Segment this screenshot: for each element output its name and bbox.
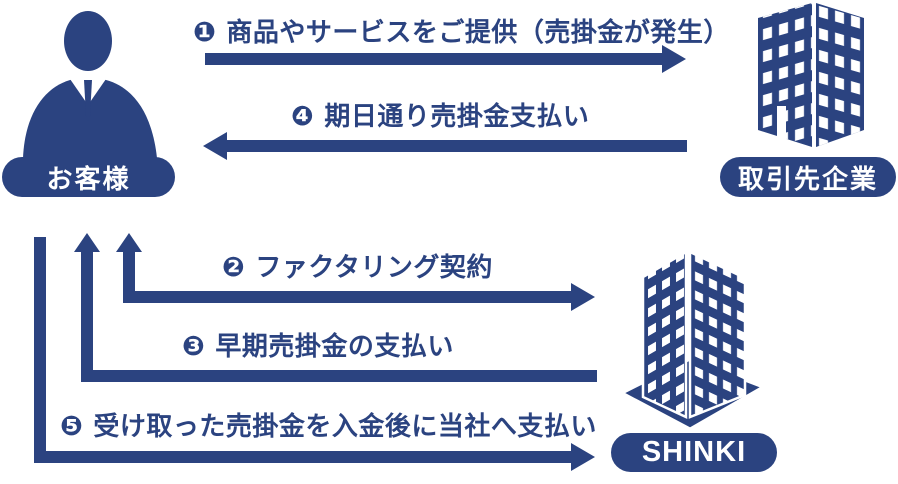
flow-label-5: ❺ 受け取った売掛金を入金後に当社へ支払い <box>60 411 597 442</box>
flow-label-2: ❷ ファクタリング契約 <box>222 252 493 283</box>
arrow-2-elbow-icon <box>116 233 595 311</box>
flow-label-4: ❹ 期日通り売掛金支払い <box>291 101 589 132</box>
circled-5-icon: ❺ <box>60 411 84 441</box>
arrow-4-left-icon <box>203 132 687 160</box>
circled-1-icon: ❶ <box>193 17 217 47</box>
office-building-icon <box>758 3 864 147</box>
customer-label-badge: お客様 <box>2 157 175 197</box>
flow-text-1: 商品やサービスをご提供（売掛金が発生） <box>226 17 730 47</box>
flow-text-4: 期日通り売掛金支払い <box>324 101 590 131</box>
client-company-label: 取引先企業 <box>737 163 878 194</box>
office-tower-icon <box>618 249 767 431</box>
flow-label-3: ❸ 早期売掛金の支払い <box>182 331 454 362</box>
flow-text-5: 受け取った売掛金を入金後に当社へ支払い <box>93 411 597 441</box>
client-company-label-badge: 取引先企業 <box>720 157 896 197</box>
businessman-icon <box>23 11 157 158</box>
flow-text-3: 早期売掛金の支払い <box>215 331 454 361</box>
customer-label: お客様 <box>46 163 131 194</box>
circled-3-icon: ❸ <box>182 331 206 361</box>
shinki-label: SHINKI <box>641 436 747 468</box>
circled-4-icon: ❹ <box>291 101 315 131</box>
flow-text-2: ファクタリング契約 <box>255 252 493 282</box>
flow-label-1: ❶ 商品やサービスをご提供（売掛金が発生） <box>193 17 730 48</box>
shinki-label-badge: SHINKI <box>611 433 777 472</box>
arrow-1-right-icon <box>205 45 686 73</box>
circled-2-icon: ❷ <box>222 252 246 282</box>
